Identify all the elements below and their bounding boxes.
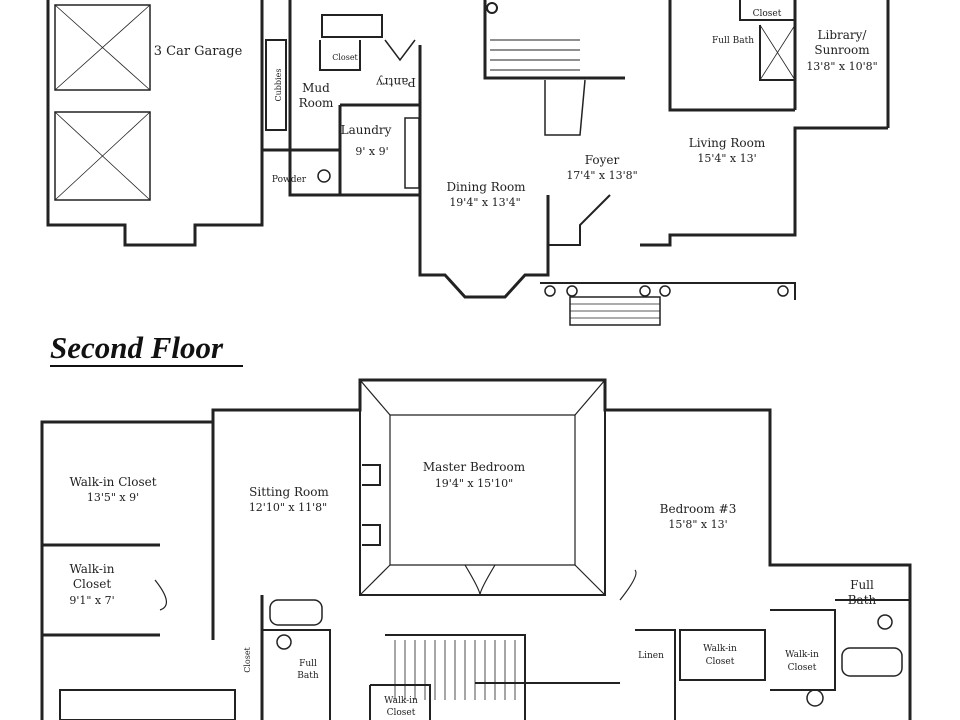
- porch-column: [659, 285, 671, 297]
- fireplace-2: [362, 524, 381, 546]
- tray-ceiling: [389, 414, 576, 566]
- master-double-door: [464, 564, 496, 596]
- label-walkin-3b: Closet: [706, 657, 735, 667]
- label-foyer-size: 17'4" x 13'8": [566, 169, 637, 182]
- foyer-left: [547, 194, 611, 246]
- label-living-size: 15'4" x 13': [697, 152, 756, 165]
- page-title: Second Floor: [50, 330, 224, 365]
- toilet-right: [877, 614, 893, 630]
- fireplace-1: [362, 464, 381, 486]
- bath-mid-wall: [262, 629, 331, 720]
- stair-curve: [544, 79, 586, 136]
- stair-steps-2: [394, 640, 516, 700]
- label-master-size: 19'4" x 15'10": [435, 477, 513, 490]
- label-garage: 3 Car Garage: [154, 44, 243, 59]
- label-closet-top: Closet: [753, 9, 782, 19]
- label-walkin-2a: Walk-in: [70, 562, 115, 576]
- label-master: Master Bedroom: [423, 460, 526, 474]
- cubbies-wall: [265, 39, 287, 131]
- newel-post: [486, 2, 498, 14]
- outer-wall: [40, 378, 912, 720]
- porch-column: [566, 285, 578, 297]
- pantry-door: [384, 39, 416, 62]
- label-full-bath-right-b: Bath: [848, 593, 877, 607]
- walkin-4-wall: [770, 609, 836, 691]
- label-walkin-1-size: 13'5" x 9': [87, 491, 139, 504]
- label-walkin-5a: Walk-in: [384, 696, 418, 706]
- label-walkin-2b: Closet: [73, 577, 112, 591]
- label-laundry-size: 9' x 9': [355, 145, 388, 158]
- pantry-shelf: [321, 14, 383, 38]
- bathtub-mid: [269, 599, 323, 626]
- label-sitting-size: 12'10" x 11'8": [249, 501, 327, 514]
- linen-wall: [635, 629, 676, 720]
- label-powder: Powder: [272, 175, 307, 185]
- garage-wall: [46, 0, 264, 247]
- label-dining: Dining Room: [446, 180, 526, 194]
- stair-wall: [483, 0, 625, 80]
- label-walkin-5b: Closet: [387, 708, 416, 718]
- walkin-5-wall: [369, 684, 431, 720]
- laundry-appliances: [404, 117, 420, 189]
- label-full-bath-mid-a: Full: [299, 659, 317, 669]
- label-cubbies: Cubbies: [274, 69, 283, 102]
- walls-first-floor: [46, 0, 890, 326]
- porch-line: [540, 282, 796, 300]
- label-library: Library/: [818, 28, 868, 42]
- label-library-size: 13'8" x 10'8": [806, 60, 877, 73]
- label-full-bath: Full Bath: [712, 36, 754, 46]
- stair-well: [385, 634, 526, 720]
- label-dining-size: 19'4" x 13'4": [449, 196, 520, 209]
- tray-corners: [359, 379, 606, 596]
- porch-column: [639, 285, 651, 297]
- label-walkin-4b: Closet: [788, 663, 817, 673]
- garage-door-2: [54, 111, 151, 201]
- garage-door-1: [54, 4, 151, 91]
- label-pantry: Pantry: [376, 75, 416, 89]
- label-mud: Mud: [302, 81, 330, 95]
- toilet-mid: [276, 634, 292, 650]
- label-walkin-2-size: 9'1" x 7': [69, 594, 114, 607]
- label-sunroom: Sunroom: [814, 43, 870, 57]
- label-linen: Linen: [638, 651, 664, 661]
- label-full-bath-mid-b: Bath: [297, 671, 319, 681]
- bathtub-right: [841, 647, 903, 677]
- label-room: Room: [299, 96, 334, 110]
- bath-wall: [668, 0, 795, 112]
- label-sitting: Sitting Room: [249, 485, 329, 499]
- label-walkin-1: Walk-in Closet: [69, 475, 156, 489]
- shower-cross: [759, 24, 796, 81]
- label-full-bath-right-a: Full: [850, 578, 874, 592]
- label-foyer: Foyer: [585, 153, 620, 167]
- label-bedroom-3-size: 15'8" x 13': [668, 518, 727, 531]
- label-walkin-4a: Walk-in: [785, 650, 819, 660]
- label-walkin-3a: Walk-in: [703, 644, 737, 654]
- closet-top-wall: [739, 0, 795, 21]
- walls-second-floor: [40, 378, 912, 720]
- sink-right: [806, 689, 824, 707]
- closet-door: [154, 579, 167, 611]
- closet-wall: [319, 40, 361, 71]
- garage-door-cross: [54, 4, 151, 201]
- porch-step-lines: [570, 303, 660, 319]
- label-laundry: Laundry: [341, 123, 392, 137]
- stair-steps: [490, 39, 580, 71]
- living-wall: [640, 126, 888, 247]
- label-living: Living Room: [689, 136, 766, 150]
- label-closet-vertical: Closet: [243, 646, 252, 672]
- bedroom-door: [619, 569, 637, 601]
- master-wall: [359, 380, 606, 596]
- label-bedroom-3: Bedroom #3: [660, 502, 737, 516]
- label-closet-mud: Closet: [332, 53, 358, 62]
- vanity-left: [59, 689, 236, 720]
- powder-toilet: [317, 169, 331, 183]
- porch-column: [777, 285, 789, 297]
- walkin-3-wall: [679, 629, 766, 681]
- porch-column: [544, 285, 556, 297]
- porch-steps: [569, 296, 661, 326]
- dining-wall: [418, 45, 550, 299]
